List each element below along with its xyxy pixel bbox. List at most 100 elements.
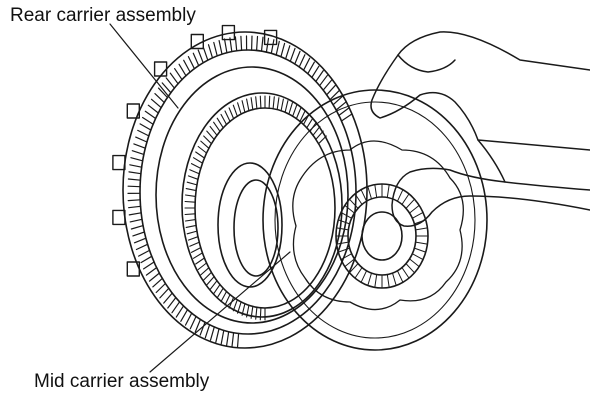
bearing-roller — [396, 270, 404, 283]
drum-tooth — [319, 74, 329, 87]
bearing-roller — [344, 258, 355, 268]
drum-tooth — [137, 129, 150, 137]
drum-tooth — [329, 89, 340, 101]
drum-tooth — [135, 243, 149, 251]
drum-tooth — [187, 55, 195, 70]
drum-tooth — [154, 92, 165, 104]
drum-tooth — [315, 69, 324, 83]
drum-tooth — [155, 282, 166, 294]
drum-tooth — [152, 277, 163, 288]
ring-gear-tooth — [232, 299, 238, 312]
bearing-roller — [401, 193, 410, 205]
ring-gear-tooth — [187, 236, 199, 241]
bearing-roller — [405, 263, 415, 274]
drum-tooth — [130, 225, 144, 230]
drum-tooth — [128, 171, 142, 175]
drum-tooth — [142, 116, 154, 125]
bearing-roller — [411, 211, 424, 219]
drum-tooth — [213, 41, 218, 57]
drum-tooth — [167, 297, 177, 309]
drum-tooth — [322, 79, 333, 91]
ring-gear-tooth — [220, 113, 228, 126]
drum-tooth — [161, 82, 172, 94]
ring-gear-tooth — [228, 107, 235, 120]
ring-gear-tooth — [213, 121, 221, 132]
drum-tooth — [127, 185, 141, 188]
bearing-roller — [340, 211, 353, 219]
ring-gear-tooth — [189, 169, 200, 175]
drum-tooth — [335, 101, 347, 111]
ring-gear-tooth — [206, 276, 215, 286]
drum-tooth — [280, 42, 286, 58]
drum-tooth — [194, 318, 201, 333]
ring-gear-tooth — [255, 96, 258, 110]
drum-tooth — [145, 267, 158, 276]
drum-tooth — [127, 199, 141, 202]
drum-tooth — [175, 305, 185, 318]
bearing-roller — [405, 198, 415, 209]
ring-gear-tooth — [241, 100, 246, 113]
drum-tooth — [275, 40, 280, 56]
ring-gear-tooth — [209, 125, 218, 136]
ring-gear-tooth — [192, 157, 203, 164]
drum-tooth — [165, 77, 175, 89]
ring-gear-tooth — [186, 230, 198, 235]
ring-gear-tooth — [190, 163, 202, 169]
drum-tooth — [332, 95, 344, 106]
bearing-roller — [354, 193, 363, 205]
ring-gear-tooth — [187, 175, 199, 180]
bearing-roller — [374, 274, 378, 288]
rear-carrier-label: Rear carrier assembly — [10, 5, 196, 26]
drum-tooth — [270, 39, 275, 55]
ring-gear-tooth — [232, 104, 238, 117]
ring-gear-tooth — [197, 145, 208, 154]
ring-gear-tooth — [292, 104, 298, 117]
ring-gear-tooth — [268, 95, 271, 109]
drum-tooth — [260, 36, 264, 52]
drum-tooth — [150, 98, 162, 109]
drum-tooth — [189, 315, 197, 330]
needle-bearing-rollers — [335, 183, 429, 289]
mid-carrier-label: Mid carrier assembly — [34, 371, 210, 392]
drum-tooth — [169, 72, 179, 85]
ring-gear-tooth — [246, 304, 250, 318]
bearing-roller — [396, 189, 404, 202]
drum-tooth — [147, 104, 159, 114]
ring-gear-tooth — [276, 97, 280, 111]
drum-tooth — [128, 212, 142, 216]
ring-gear-tooth — [184, 200, 196, 203]
drum-tooth — [180, 309, 189, 322]
bearing-roller — [409, 258, 420, 268]
ring-gear-tooth — [213, 284, 221, 295]
ring-gear-tooth — [250, 305, 254, 319]
drum-lug — [112, 154, 126, 171]
drum-tooth — [133, 143, 146, 149]
drum-tooth — [340, 113, 353, 122]
bearing-roller — [386, 274, 390, 288]
drum-lug — [153, 61, 168, 77]
ring-gear-tooth — [190, 247, 202, 253]
bearing-roller — [336, 241, 349, 245]
ring-gear-tooth — [216, 287, 224, 299]
drum-tooth — [132, 231, 145, 237]
drum-tooth — [204, 324, 211, 339]
drum-tooth — [234, 36, 238, 52]
drum-tooth — [135, 136, 148, 143]
ring-gear-tooth — [220, 290, 228, 303]
bearing-roller — [360, 189, 368, 202]
ring-gear-tooth — [197, 262, 208, 271]
bearing-roller — [409, 204, 420, 214]
ring-gear-tooth — [241, 303, 246, 316]
drum-tooth — [183, 59, 191, 73]
bearing-roller — [344, 204, 355, 214]
hand-illustration — [370, 31, 590, 227]
drum-tooth — [192, 52, 200, 67]
ring-gear-tooth — [237, 301, 242, 314]
ring-gear-tooth — [200, 140, 210, 149]
ring-gear-tooth — [186, 181, 198, 186]
drum-tooth — [174, 67, 183, 81]
bearing-roller — [360, 270, 368, 283]
drum-lug — [112, 209, 126, 226]
mid-carrier-disc — [262, 89, 488, 351]
bearing-roller — [415, 241, 428, 245]
